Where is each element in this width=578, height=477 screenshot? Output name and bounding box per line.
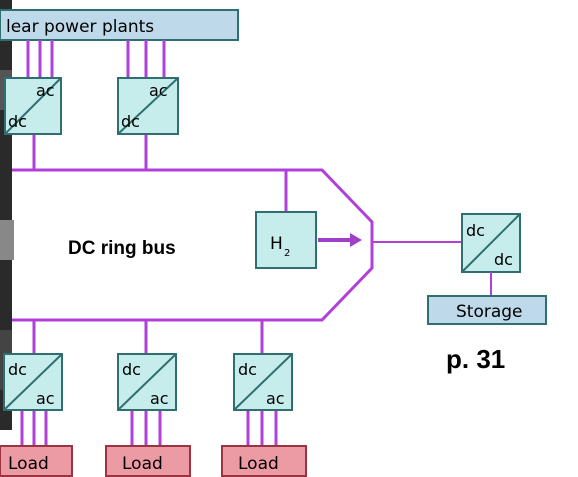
arrow-right-icon — [318, 233, 362, 247]
svg-text:ac: ac — [266, 389, 285, 408]
source-wires — [26, 40, 166, 170]
load-box-3: Load — [221, 445, 307, 477]
svg-text:2: 2 — [284, 248, 290, 259]
dc-ring-bus-label: DC ring bus — [68, 238, 176, 259]
svg-text:dc: dc — [8, 112, 27, 131]
power-plants-box: lear power plants — [0, 9, 239, 41]
svg-text:Load: Load — [238, 454, 279, 474]
svg-text:Load: Load — [8, 454, 49, 474]
converter-load-2: dc ac — [117, 353, 177, 411]
load-box-1: Load — [0, 445, 73, 477]
storage-box: Storage — [427, 295, 547, 325]
converter-storage: dc dc — [461, 213, 521, 273]
svg-text:ac: ac — [36, 389, 55, 408]
converter-source-right: ac dc — [117, 77, 179, 135]
converter-load-3: dc ac — [233, 353, 293, 411]
svg-text:dc: dc — [8, 360, 27, 379]
converter-load-1: dc ac — [3, 353, 63, 411]
svg-text:dc: dc — [466, 221, 485, 240]
dc-ring-bus — [12, 168, 374, 322]
svg-text:Storage: Storage — [456, 302, 523, 322]
svg-text:ac: ac — [150, 389, 169, 408]
svg-text:H: H — [270, 234, 283, 254]
svg-text:ac: ac — [149, 81, 168, 100]
svg-text:Load: Load — [122, 454, 163, 474]
load-box-2: Load — [105, 445, 191, 477]
load-wires — [20, 320, 278, 446]
power-plants-label: lear power plants — [6, 17, 154, 37]
svg-text:dc: dc — [121, 112, 140, 131]
h2-box: H 2 — [255, 211, 317, 269]
svg-text:dc: dc — [238, 360, 257, 379]
svg-text:dc: dc — [122, 360, 141, 379]
svg-text:ac: ac — [36, 81, 55, 100]
page-number: p. 31 — [446, 344, 505, 374]
svg-text:dc: dc — [494, 250, 513, 269]
converter-source-left: ac dc — [4, 77, 62, 135]
